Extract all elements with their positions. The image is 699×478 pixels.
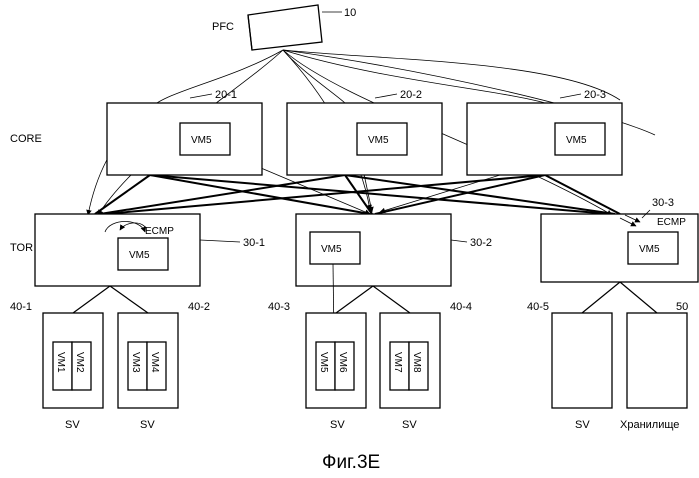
server-4-vm-b: VM8 — [411, 352, 422, 373]
storage-50: 50 Хранилище — [620, 301, 688, 431]
server-5-label: SV — [575, 419, 590, 431]
server-4-vm-a: VM7 — [392, 352, 403, 373]
server-40-2: VM3 VM4 40-2 SV — [118, 301, 210, 431]
server-3-label: SV — [330, 419, 345, 431]
tor-switch-2: VM5 30-2 — [296, 214, 492, 286]
tor-2-vm: VM5 — [321, 244, 342, 255]
server-40-3: VM5 VM6 40-3 SV — [268, 301, 366, 431]
server-4-label: SV — [402, 419, 417, 431]
core-2-vm: VM5 — [368, 135, 389, 146]
tor-switch-1: VM5 30-1 ECMP — [35, 214, 265, 286]
pfc-controller: PFC 10 — [212, 5, 356, 50]
tor-1-vm: VM5 — [129, 250, 150, 261]
core-1-ref: 20-1 — [215, 89, 237, 101]
server-2-vm-b: VM4 — [149, 352, 160, 373]
pfc-label: PFC — [212, 21, 234, 33]
server-40-1: VM1 VM2 40-1 SV — [10, 301, 103, 431]
core-switch-1: VM5 20-1 — [107, 89, 262, 175]
core-switch-3: VM5 20-3 — [467, 89, 622, 175]
tor-2-ref: 30-2 — [470, 237, 492, 249]
tor-3-ref: 30-3 — [652, 197, 674, 209]
server-2-ref: 40-2 — [188, 301, 210, 313]
figure-caption: Фиг.3E — [322, 452, 380, 473]
storage-ref: 50 — [676, 301, 688, 313]
tor-3-ecmp: ECMP — [657, 217, 686, 228]
core-switch-2: VM5 20-2 — [287, 89, 442, 175]
core-1-vm: VM5 — [191, 135, 212, 146]
core-3-vm: VM5 — [566, 135, 587, 146]
server-40-5: 40-5 SV — [527, 301, 612, 431]
server-3-vm-a: VM5 — [318, 352, 329, 373]
tor-3-vm: VM5 — [639, 244, 660, 255]
pfc-ref: 10 — [344, 7, 356, 19]
server-1-label: SV — [65, 419, 80, 431]
core-2-ref: 20-2 — [400, 89, 422, 101]
server-40-4: VM7 VM8 40-4 SV — [380, 301, 472, 431]
tor-layer-label: TOR — [10, 242, 33, 254]
core-3-ref: 20-3 — [584, 89, 606, 101]
server-1-vm-a: VM1 — [55, 352, 66, 373]
storage-label: Хранилище — [620, 419, 679, 431]
tor-1-ecmp: ECMP — [145, 226, 174, 237]
server-3-vm-b: VM6 — [337, 352, 348, 373]
server-1-ref: 40-1 — [10, 301, 32, 313]
core-layer-label: CORE — [10, 133, 42, 145]
server-2-label: SV — [140, 419, 155, 431]
server-1-vm-b: VM2 — [74, 352, 85, 373]
server-3-ref: 40-3 — [268, 301, 290, 313]
server-5-ref: 40-5 — [527, 301, 549, 313]
server-2-vm-a: VM3 — [130, 352, 141, 373]
server-4-ref: 40-4 — [450, 301, 472, 313]
tor-1-ref: 30-1 — [243, 237, 265, 249]
